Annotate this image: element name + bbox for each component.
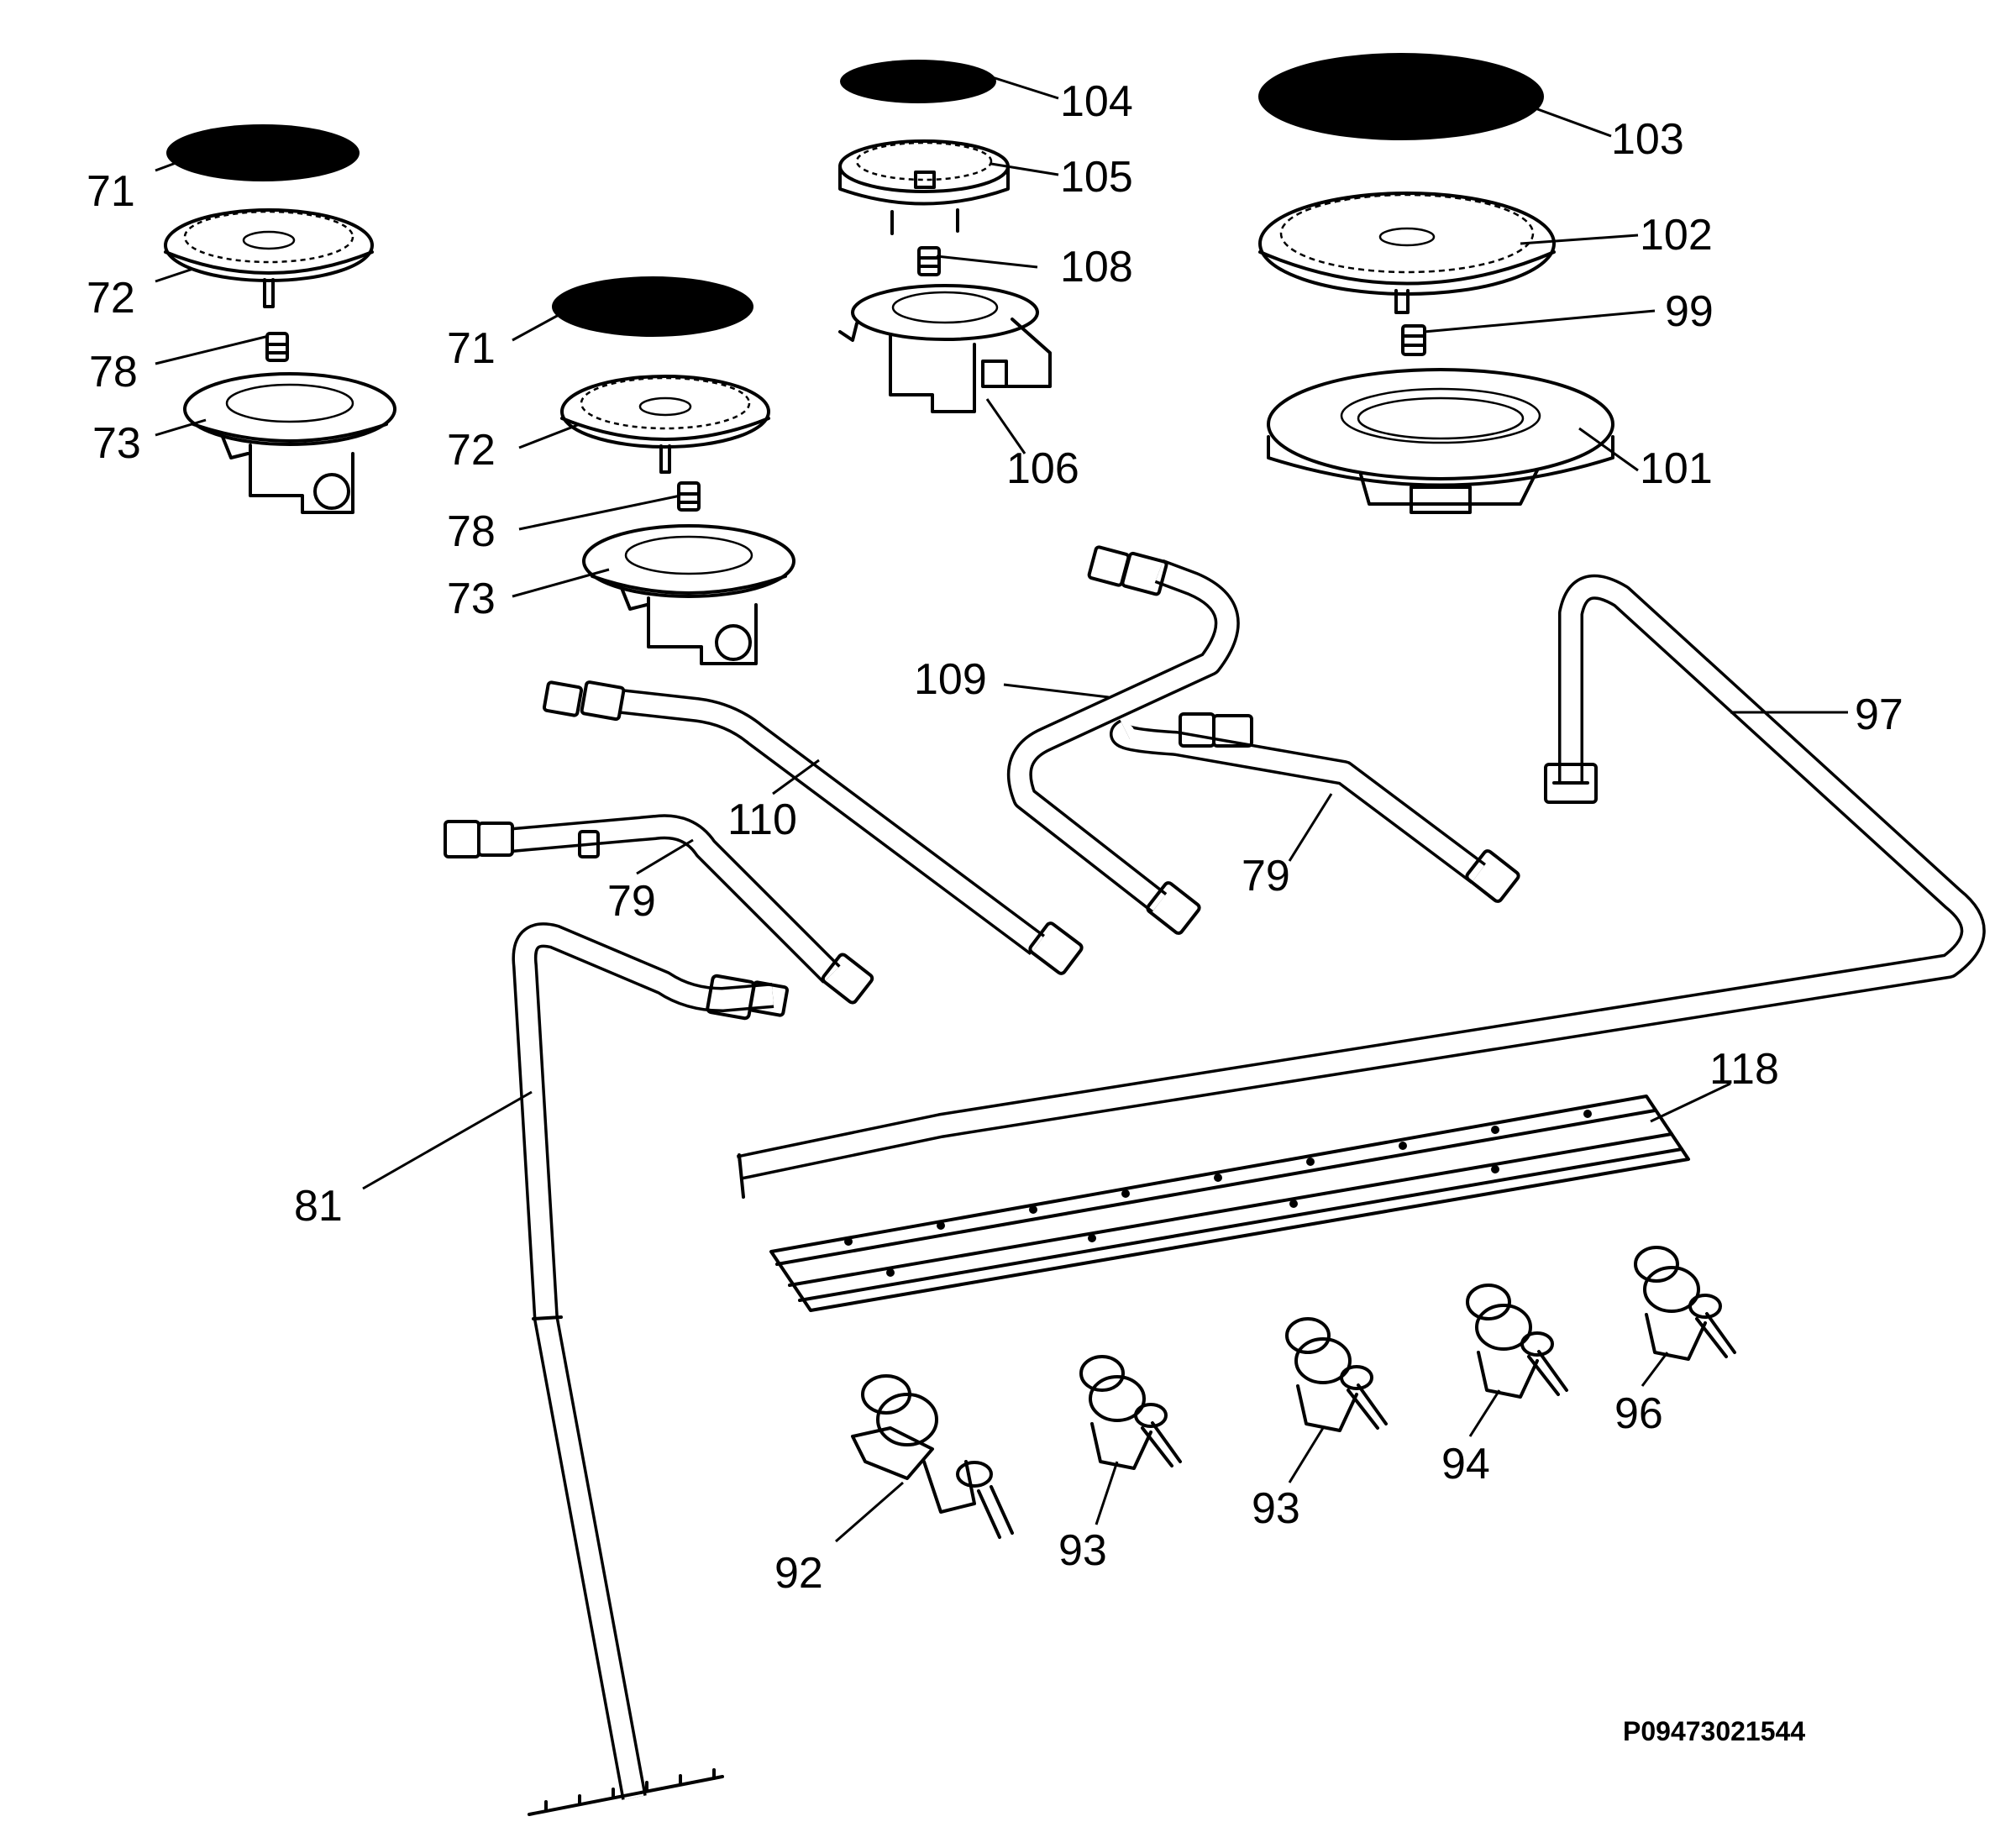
burner-body-106 (838, 284, 1052, 413)
drawing-reference: P09473021544 (1623, 1716, 1805, 1746)
pipe-110 (542, 680, 1084, 975)
label-72-b: 72 (447, 426, 496, 475)
pipe-109 (1006, 545, 1240, 935)
gas-tap-94 (1466, 1284, 1568, 1399)
burner-cap-103 (1258, 53, 1544, 140)
pipe-79-a (444, 814, 874, 1005)
label-108: 108 (1060, 243, 1133, 291)
gas-rail-118 (769, 1095, 1690, 1312)
flame-spreader-72-a (164, 208, 374, 308)
label-105: 105 (1060, 153, 1133, 202)
pipe-97 (736, 574, 1986, 1199)
injector-78-a (265, 332, 289, 362)
label-73-b: 73 (447, 575, 496, 623)
burner-cap-104 (840, 60, 996, 103)
label-103: 103 (1611, 115, 1684, 164)
burner-body-73-a (183, 372, 396, 514)
label-71-b: 71 (447, 324, 496, 373)
label-109: 109 (914, 655, 987, 704)
pipe-81 (512, 922, 790, 1816)
label-93-b: 93 (1252, 1484, 1300, 1533)
label-93-a: 93 (1058, 1526, 1107, 1575)
label-97: 97 (1855, 690, 1903, 739)
flame-spreader-72-b (560, 375, 770, 474)
injector-99 (1401, 324, 1426, 356)
label-78-a: 78 (89, 348, 138, 396)
label-96: 96 (1614, 1389, 1663, 1438)
burner-body-101 (1267, 368, 1614, 514)
burner-cap-71-b (552, 276, 753, 337)
pipe-79-b (1110, 712, 1520, 903)
leader-lines (155, 74, 1848, 1543)
injector-108 (917, 246, 941, 276)
injector-78-b (677, 481, 701, 512)
gas-tap-93-a (1079, 1355, 1182, 1470)
callout-labels: 71 72 78 73 71 72 78 73 104 105 108 106 … (87, 77, 1903, 1746)
label-79-a: 79 (607, 877, 656, 926)
burner-body-73-b (582, 524, 795, 665)
label-99: 99 (1665, 287, 1714, 336)
flame-spreader-102 (1258, 192, 1556, 314)
gas-tap-93-b (1285, 1317, 1388, 1432)
label-72-a: 72 (87, 274, 135, 323)
burner-cap-71-a (166, 124, 360, 181)
label-102: 102 (1640, 211, 1713, 260)
gas-tap-92 (851, 1374, 1014, 1539)
label-81: 81 (294, 1182, 343, 1231)
label-73-a: 73 (92, 419, 141, 468)
label-106: 106 (1006, 444, 1079, 493)
label-78-b: 78 (447, 507, 496, 556)
flame-spreader-105 (838, 139, 1010, 235)
label-79-b: 79 (1242, 852, 1290, 900)
label-101: 101 (1640, 444, 1713, 493)
label-110: 110 (727, 795, 797, 844)
label-104: 104 (1060, 77, 1133, 126)
gas-tap-96 (1634, 1246, 1736, 1361)
label-94: 94 (1441, 1440, 1490, 1488)
label-118: 118 (1709, 1045, 1779, 1094)
label-71-a: 71 (87, 167, 135, 216)
label-92: 92 (774, 1549, 823, 1598)
